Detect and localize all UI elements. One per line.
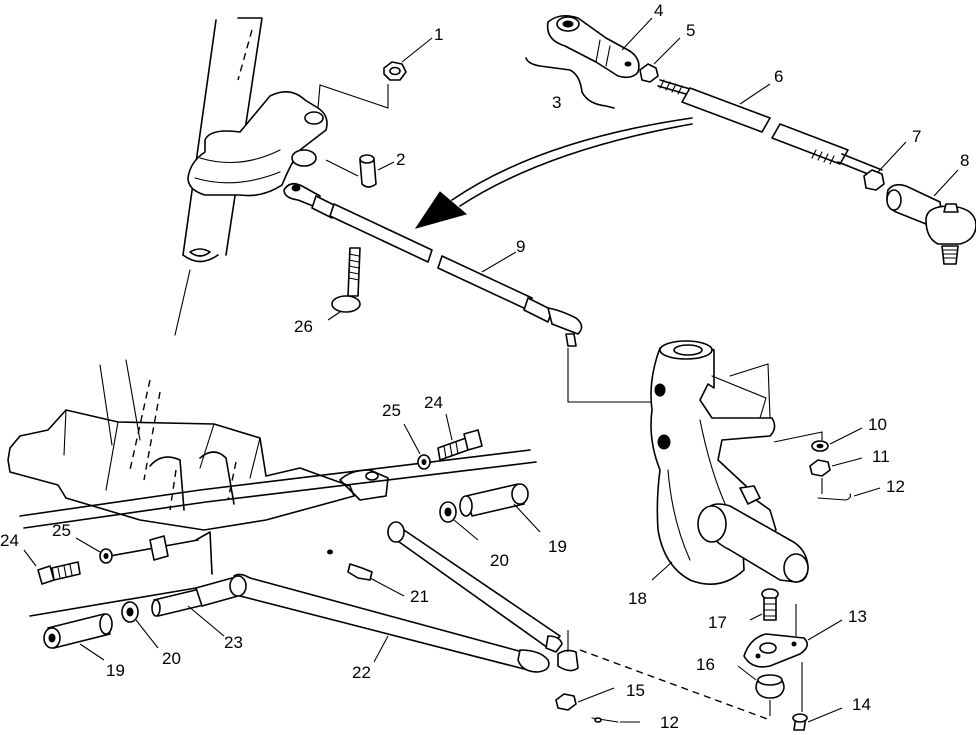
- callout-6: 6: [774, 67, 783, 86]
- part-18-steering-knuckle: [650, 340, 809, 586]
- part-1-lock-nut: [317, 37, 433, 109]
- steering-post: [174, 17, 328, 336]
- part-14-screw: [792, 662, 843, 731]
- callout-20-upper: 20: [490, 551, 509, 570]
- part-12-cotter-pin-lower: [591, 700, 771, 723]
- part-20-bushing-b: [121, 601, 159, 649]
- callout-24-upper: 24: [424, 393, 443, 412]
- part-11-castle-nut: [809, 457, 863, 477]
- callout-13: 13: [848, 607, 867, 626]
- part-20-bushing-a: [439, 501, 479, 541]
- callout-14: 14: [852, 695, 871, 714]
- callout-19-lower: 19: [106, 661, 125, 680]
- part-9-inner-tie-rod: [283, 182, 652, 403]
- callout-12-upper: 12: [886, 477, 905, 496]
- callout-16: 16: [696, 655, 715, 674]
- part-6-tie-rod-tube: [657, 79, 883, 179]
- callout-7: 7: [912, 127, 921, 146]
- callout-10: 10: [868, 415, 887, 434]
- callout-12-lower: 12: [660, 713, 679, 732]
- part-10-washer: [773, 427, 863, 452]
- part-19-pivot-tube-a: [459, 483, 541, 533]
- callout-8: 8: [960, 151, 969, 170]
- part-8-tie-rod-end: [886, 169, 976, 265]
- callout-4: 4: [654, 1, 663, 20]
- part-4-rod-end: [546, 14, 653, 79]
- callout-20-lower: 20: [162, 649, 181, 668]
- callout-3: 3: [552, 93, 561, 112]
- part-25-washer-b: [75, 537, 113, 564]
- callout-26: 26: [294, 317, 313, 336]
- callout-25-lower: 25: [52, 521, 71, 540]
- part-16-ball-joint: [737, 665, 785, 699]
- part-19-pivot-tube-b: [43, 613, 113, 661]
- part-15-castle-nut: [555, 630, 771, 721]
- callout-5: 5: [686, 21, 695, 40]
- callout-21: 21: [410, 587, 429, 606]
- part-24-bolt-b: [23, 549, 81, 585]
- part-17-bolt: [749, 588, 779, 621]
- callout-19-upper: 19: [548, 537, 567, 556]
- callout-25-upper: 25: [382, 401, 401, 420]
- part-7-jam-nut: [863, 141, 907, 191]
- callout-17: 17: [708, 613, 727, 632]
- part-21-grease-fitting: [327, 549, 405, 597]
- callout-23: 23: [224, 633, 243, 652]
- part-13-plate: [743, 604, 843, 668]
- part-5-jam-nut: [639, 37, 681, 83]
- callout-2: 2: [396, 150, 405, 169]
- direction-arrow: [414, 117, 693, 229]
- part-22-a-arm: [195, 521, 563, 673]
- part-3-bracket: [525, 57, 615, 109]
- part-2-spacer: [325, 154, 395, 188]
- part-25-washer-a: [403, 423, 431, 470]
- callout-9: 9: [516, 237, 525, 256]
- callout-15: 15: [626, 681, 645, 700]
- callout-24-lower: 24: [0, 531, 19, 550]
- callout-22: 22: [352, 663, 371, 682]
- callout-11: 11: [872, 447, 890, 466]
- callout-18: 18: [628, 589, 647, 608]
- part-24-bolt-a: [437, 413, 483, 461]
- part-26-bolt: [327, 247, 361, 321]
- part-12-cotter-pin-upper: [817, 478, 881, 501]
- callout-1: 1: [434, 25, 443, 44]
